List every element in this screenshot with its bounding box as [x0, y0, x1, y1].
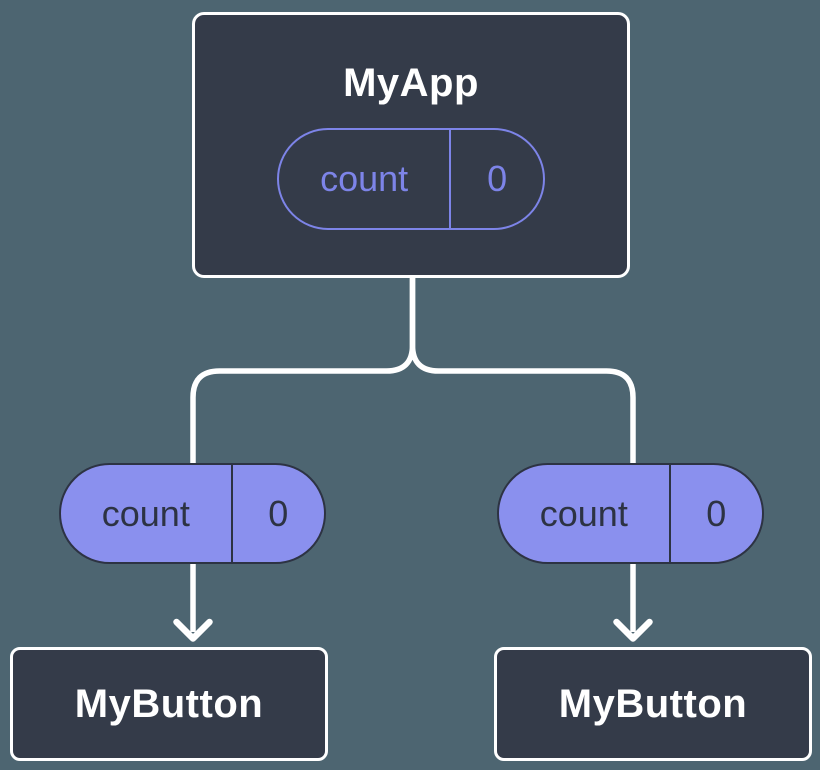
prop-name: count — [320, 157, 409, 199]
prop-value: 0 — [230, 465, 324, 562]
prop-value: 0 — [668, 465, 762, 562]
prop-name: count — [101, 492, 190, 534]
component-title: MyButton — [558, 681, 748, 726]
component-title: MyApp — [343, 60, 479, 105]
component-node-myapp: MyApp count 0 — [192, 12, 630, 278]
prop-pill-left: count 0 — [59, 463, 326, 564]
component-node-mybutton-right: MyButton — [494, 647, 812, 761]
arrow-down-icon-left — [173, 618, 213, 642]
prop-pill-root: count 0 — [277, 127, 545, 230]
connector-right-branch — [409, 272, 636, 632]
prop-name: count — [539, 492, 628, 534]
arrow-down-icon-right — [613, 618, 653, 642]
connector-left-branch — [190, 272, 416, 632]
prop-pill-right: count 0 — [497, 463, 764, 564]
component-node-mybutton-left: MyButton — [10, 647, 328, 761]
component-title: MyButton — [74, 681, 264, 726]
prop-value: 0 — [449, 129, 543, 228]
